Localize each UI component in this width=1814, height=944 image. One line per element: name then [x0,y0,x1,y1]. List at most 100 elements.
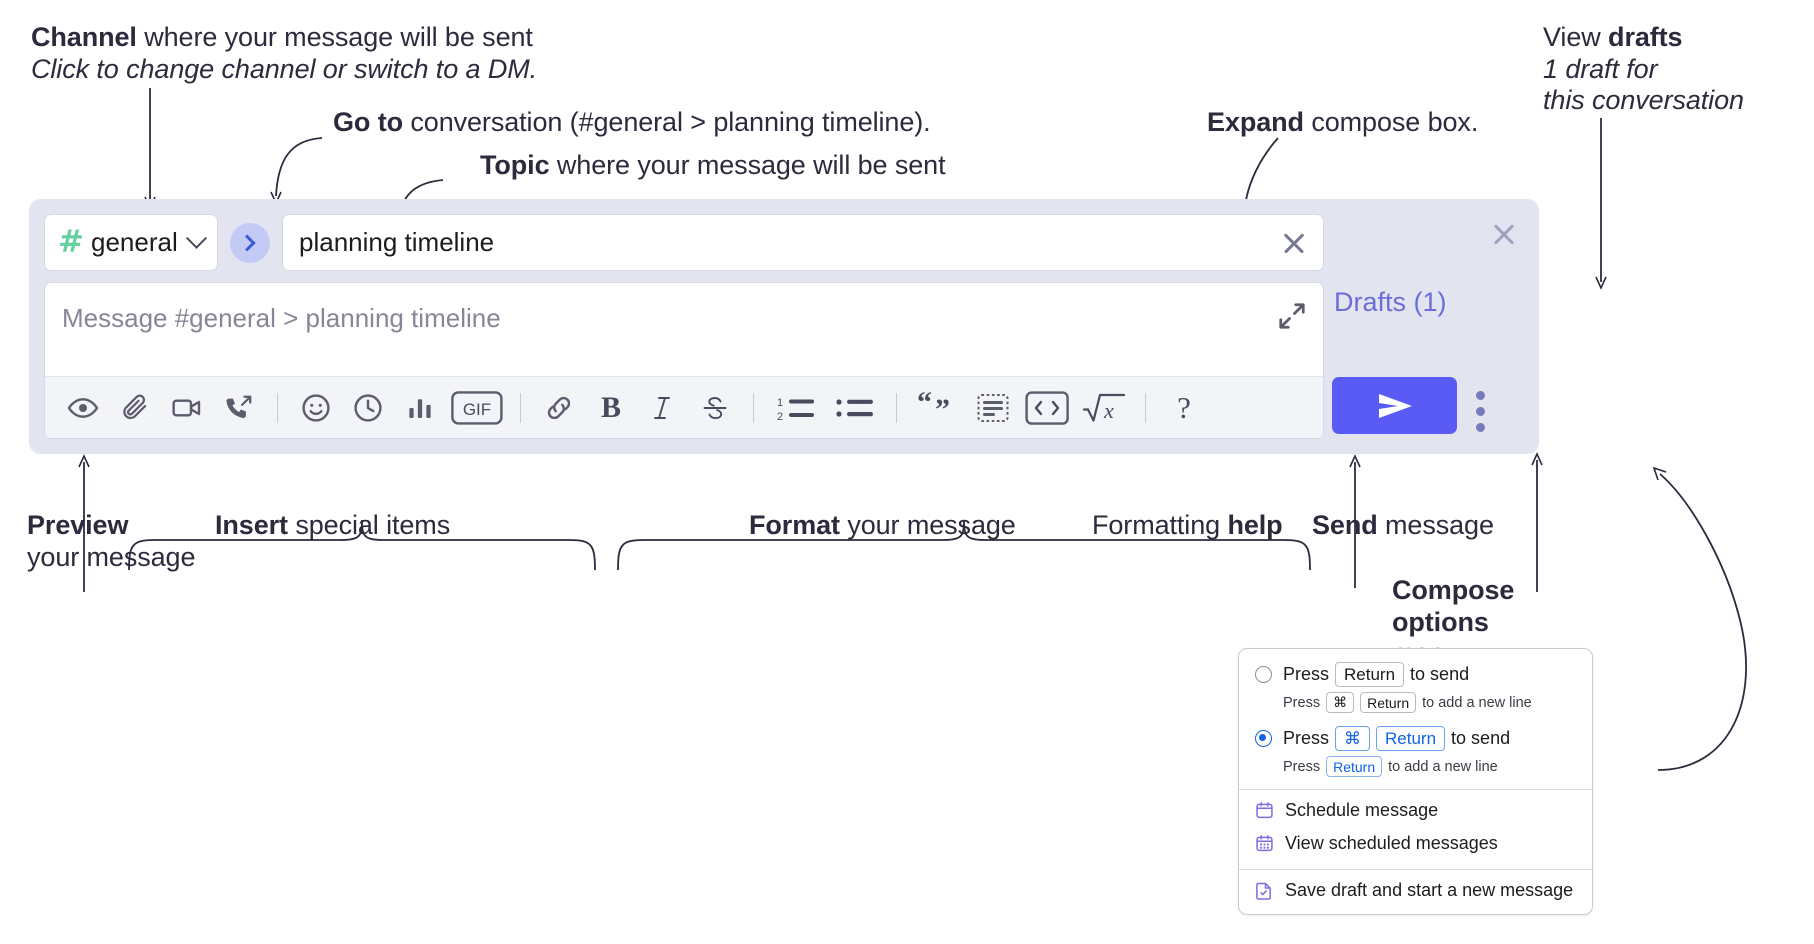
annotation-topic-rest: where your message will be sent [549,150,946,180]
clock-icon[interactable] [342,382,394,434]
radio-cmd-return[interactable] [1255,730,1272,747]
menu-item-label: Save draft and start a new message [1285,880,1574,900]
message-input-box[interactable]: Message #general > planning timeline [44,282,1324,439]
kebab-dot [1476,407,1485,416]
menu-divider [1239,789,1592,790]
send-option-return[interactable]: Press Return to send [1239,660,1592,689]
annotation-compose-bold1: Compose [1392,575,1515,605]
menu-item-view-scheduled[interactable]: View scheduled messages [1239,827,1592,860]
annotation-compose-bold2: options [1392,606,1489,637]
expand-icon[interactable] [1277,301,1307,331]
poll-icon[interactable] [394,382,446,434]
compose-right-rail: Drafts (1) [1324,199,1539,454]
bulleted-list-icon[interactable] [826,382,884,434]
topic-value: planning timeline [299,227,495,257]
toolbar-separator [277,392,278,423]
key-return: Return [1326,756,1383,777]
message-placeholder: Message #general > planning timeline [62,303,501,333]
save-draft-icon [1256,882,1271,900]
svg-text:”: ” [935,393,950,424]
channel-selector[interactable]: # general [44,214,218,271]
annotation-channel-rest: where your message will be sent [136,22,533,52]
annotation-preview-bold: Preview [27,510,129,540]
topic-input[interactable]: planning timeline [282,214,1324,271]
strikethrough-icon[interactable] [689,382,741,434]
blockquote-icon[interactable]: “ ” [909,382,967,434]
math-icon[interactable]: x [1075,382,1133,434]
annotation-insert-bold: Insert [215,510,288,540]
annotation-channel: Channel where your message will be sent … [31,22,537,85]
channel-name-label: general [90,227,178,257]
video-icon[interactable] [161,382,213,434]
attachment-icon[interactable] [109,382,161,434]
help-icon[interactable]: ? [1177,389,1191,425]
annotation-channel-italic: Click to change channel or switch to a D… [31,53,538,84]
annotation-expand-bold: Expand [1207,107,1304,137]
annotation-drafts-italic2: this conversation [1543,85,1744,116]
svg-text:GIF: GIF [463,400,491,419]
toolbar-separator [1145,392,1146,423]
bold-icon[interactable]: B [600,390,621,424]
clear-topic-icon[interactable] [1281,230,1307,256]
gif-icon[interactable]: GIF [446,382,508,434]
radio-return[interactable] [1255,666,1272,683]
close-icon[interactable] [1491,221,1517,247]
compose-panel: # general planning timeline Message #gen… [29,199,1539,454]
annotation-help-lead: Formatting [1092,510,1228,540]
toolbar-separator [896,392,897,423]
annotation-goto-bold: Go to [333,107,403,137]
menu-item-schedule-message[interactable]: Schedule message [1239,794,1592,827]
compose-options-kebab-button[interactable] [1476,391,1486,439]
svg-text:“: “ [917,392,932,419]
emoji-icon[interactable] [290,382,342,434]
annotation-goto-rest: conversation (#general > planning timeli… [402,107,931,137]
italic-icon[interactable] [637,382,689,434]
annotation-help-bold: help [1227,510,1283,540]
link-icon[interactable] [533,382,585,434]
svg-text:2: 2 [777,411,783,423]
audio-call-icon[interactable] [213,382,265,434]
annotation-preview-rest: your message [27,541,196,572]
annotation-drafts-lead: View [1543,22,1609,52]
calendar-grid-icon [1256,835,1273,852]
key-command: ⌘ [1335,726,1371,751]
annotation-send-rest: message [1377,510,1494,540]
key-return: Return [1360,692,1417,713]
ordered-list-icon[interactable]: 1 2 [766,382,826,434]
key-return: Return [1376,726,1446,751]
annotation-topic: Topic where your message will be sent [480,150,946,182]
hash-icon: # [58,224,84,260]
chevron-down-icon [185,227,208,249]
annotation-send: Send message [1312,510,1494,542]
annotation-topic-bold: Topic [480,150,550,180]
annotation-formatting-help: Formatting help [1092,510,1283,542]
compose-header-row: # general planning timeline [44,214,1324,271]
key-command: ⌘ [1326,692,1355,713]
menu-item-save-draft[interactable]: Save draft and start a new message [1239,874,1592,907]
toolbar-separator [520,392,521,423]
send-arrow-icon [1378,393,1412,418]
kebab-dot [1476,391,1485,400]
inline-code-icon[interactable] [1019,382,1075,434]
annotation-format-rest: your message [839,510,1016,540]
toolbar-separator [753,392,754,423]
calendar-icon [1256,802,1273,819]
svg-text:x: x [1103,398,1114,423]
option1-sub-pre: Press [1283,694,1321,711]
drafts-link[interactable]: Drafts (1) [1334,287,1447,317]
option1-post: to send [1410,664,1470,684]
compose-inner: # general planning timeline Message #gen… [44,214,1324,439]
menu-item-label: Schedule message [1285,800,1439,820]
annotation-drafts-italic1: 1 draft for [1543,53,1658,84]
send-button[interactable] [1332,377,1457,434]
annotation-channel-bold: Channel [31,22,137,52]
option1-sub-post: to add a new line [1422,694,1532,711]
go-to-conversation-button[interactable] [230,222,270,263]
send-option-cmd-return[interactable]: Press ⌘ Return to send [1239,724,1592,753]
preview-icon[interactable] [57,382,109,434]
code-block-icon[interactable] [967,382,1019,434]
key-return: Return [1335,662,1405,687]
option2-pre: Press [1283,728,1330,748]
annotation-preview: Preview your message [27,510,195,573]
